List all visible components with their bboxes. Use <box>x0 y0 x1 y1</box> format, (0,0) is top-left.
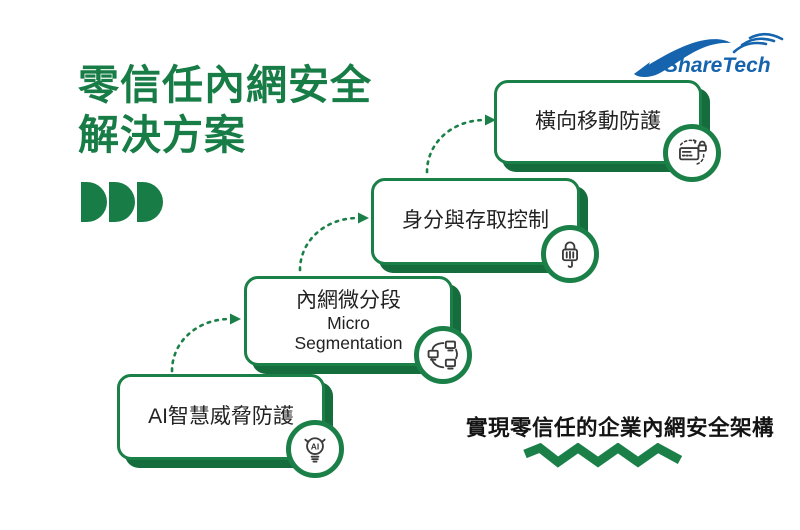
step-label-en-2: Segmentation <box>294 333 403 354</box>
step-box-micro-segmentation: 內網微分段 Micro Segmentation <box>244 276 472 384</box>
arrow-step1-step2 <box>170 317 232 373</box>
step-label-en-1: Micro <box>327 312 370 333</box>
ai-lightbulb-icon: AI <box>286 420 344 478</box>
arrow-step3-step4 <box>425 118 487 174</box>
arrow-step2-step3 <box>298 216 360 272</box>
lateral-movement-icon <box>663 124 721 182</box>
svg-text:AI: AI <box>311 441 320 451</box>
page-title-line1: 零信任內網安全 <box>78 62 372 108</box>
step-label: 內網微分段 <box>296 288 401 312</box>
micro-segmentation-icon <box>414 326 472 384</box>
title-accent-dots-icon <box>81 182 163 222</box>
page-title-line2: 解決方案 <box>78 112 246 159</box>
logo-swoosh-icon <box>634 32 784 77</box>
identity-access-icon <box>541 225 599 283</box>
half-circle-icon <box>81 182 107 222</box>
zigzag-underline-icon <box>523 443 683 468</box>
logo-wordmark: ShareTech <box>664 54 771 77</box>
arrowhead-2 <box>358 212 369 224</box>
half-circle-icon <box>137 182 163 222</box>
step-box-identity-access-control: 身分與存取控制 <box>371 178 599 283</box>
page-title: 零信任內網安全 解決方案 <box>78 60 372 160</box>
step-box-ai-threat-protection: AI智慧威脅防護 AI <box>117 374 344 478</box>
step-box-lateral-movement-protection: 橫向移動防護 <box>494 80 721 182</box>
sharetech-logo: ShareTech <box>634 32 784 77</box>
step-label: AI智慧威脅防護 <box>148 404 294 428</box>
arrowhead-1 <box>230 313 241 325</box>
step-label: 橫向移動防護 <box>535 109 661 133</box>
step-label: 身分與存取控制 <box>402 209 549 233</box>
half-circle-icon <box>109 182 135 222</box>
bottom-caption: 實現零信任的企業內網安全架構 <box>466 416 775 440</box>
